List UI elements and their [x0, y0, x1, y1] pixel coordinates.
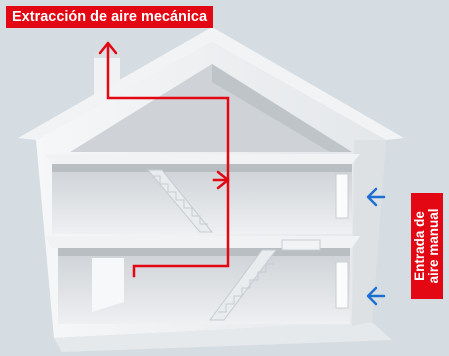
intake-label-line-2: aire manual: [426, 208, 441, 284]
intake-label: Entrada de aire manual: [411, 193, 443, 299]
lower-window: [335, 261, 349, 309]
arrow-left-icon: [366, 187, 386, 207]
airflow-arrow-icon: [106, 42, 230, 278]
attic-room: [70, 64, 352, 152]
exhaust-label: Extracción de aire mecánica: [6, 6, 214, 28]
airflow-arrowheads: [98, 41, 230, 190]
house-structure: [18, 27, 404, 352]
staircase-lower: [209, 239, 321, 321]
arrow-left-icon: [366, 286, 386, 306]
staircase-upper: [146, 169, 214, 233]
upper-window: [335, 173, 349, 219]
intake-label-line-1: Entrada de: [412, 211, 427, 281]
